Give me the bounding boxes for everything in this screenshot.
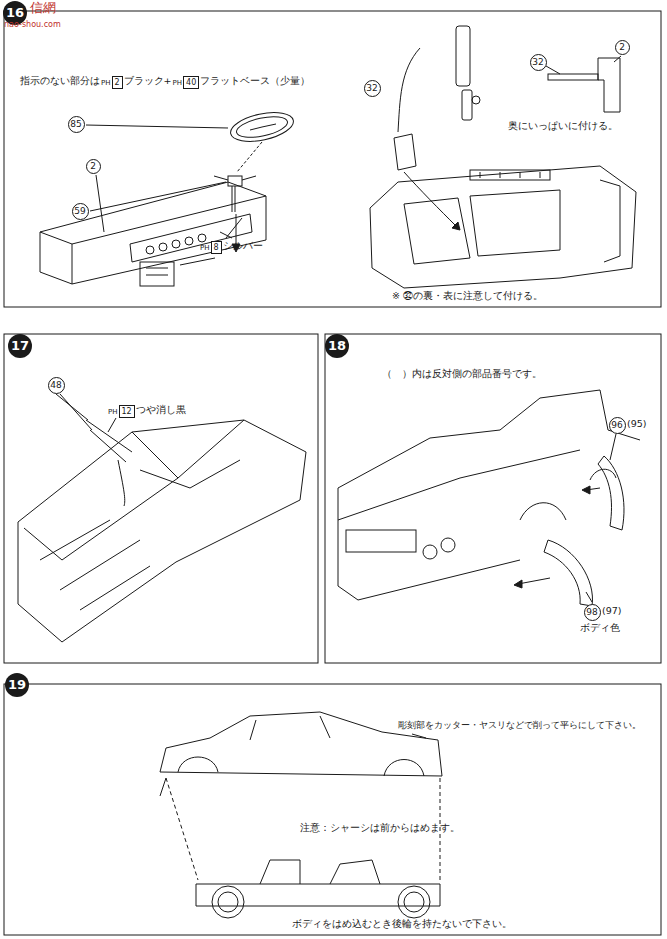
note-text: PH [101, 79, 111, 87]
note-text: ※ ㉜の裏・表に注意して付ける。 [392, 290, 543, 301]
step-panel [4, 11, 661, 307]
paint-number-text: 40 [186, 78, 196, 87]
note-text: PH [173, 79, 183, 87]
step-number-text: 18 [328, 338, 346, 353]
paint-number-text: 12 [122, 407, 132, 416]
car-body-front [338, 390, 640, 600]
step-number: 18 [325, 334, 349, 358]
step-number: 19 [5, 673, 29, 697]
fender-flare [544, 456, 624, 606]
paint-number-text: 2 [115, 78, 120, 87]
callout-number: 98 [584, 604, 601, 621]
callout-number-text: 98 [586, 607, 597, 617]
callout-number: 32 [364, 80, 381, 97]
step-number-text: 19 [8, 677, 26, 692]
watermark: nao-shou.com [4, 20, 61, 30]
watermark: 信網 [30, 0, 56, 16]
paint-number: 2 [112, 76, 123, 89]
note-text: つや消し黒 [136, 404, 186, 415]
callout-number-text: 32 [366, 83, 377, 93]
steering-column [214, 176, 256, 212]
paint-number: 8 [211, 241, 222, 254]
callout-number: 48 [48, 377, 65, 394]
body-interior [370, 166, 636, 288]
note-text: 注意：シャーシは前からはめます。 [300, 822, 460, 833]
paint-number: 12 [119, 405, 135, 418]
part-32 [394, 134, 416, 170]
mirror-mount [548, 58, 620, 112]
callout-number-text: 48 [50, 380, 61, 390]
paint-number: 40 [183, 76, 199, 89]
step-number: 17 [8, 334, 32, 358]
note-text: ボディをはめ込むとき後輪を持たないで下さい。 [292, 918, 512, 929]
callout-number-text: 2 [90, 161, 96, 171]
note-text: PH [200, 244, 210, 252]
rear-view-mirror [456, 26, 480, 120]
step-panel [325, 334, 661, 663]
callout-number-text: 59 [74, 206, 85, 216]
note-text: （ ）内は反対側の部品番号です。 [382, 368, 542, 379]
note-text: (95) [627, 418, 647, 429]
callout-number-text: 32 [532, 57, 543, 67]
paint-number-text: 8 [214, 243, 219, 252]
callout-number: 32 [530, 54, 547, 71]
steering-wheel [228, 108, 296, 147]
callout-number-text: 85 [70, 119, 81, 129]
chassis [196, 860, 440, 918]
car-body-top [18, 420, 306, 642]
note-text: 指示のない部分は [20, 75, 100, 86]
callout-number: 85 [68, 116, 85, 133]
callout-number-text: 96 [611, 420, 622, 430]
callout-number-text: 2 [619, 42, 625, 52]
note-text: シルバー [223, 240, 263, 251]
callout-number: 2 [615, 40, 630, 55]
note-text: フラットベース（少量） [200, 75, 310, 86]
note-text: 彫刻部をカッター・ヤスリなどで削って平らにして下さい。 [398, 720, 641, 731]
callout-number: 96 [609, 417, 626, 434]
note-text: ボディ色 [580, 622, 620, 633]
note-text: 奥にいっぱいに付ける。 [508, 120, 618, 131]
step-panel [4, 334, 318, 663]
callout-number: 59 [72, 203, 89, 220]
wiper [86, 420, 132, 462]
step-panel [4, 684, 661, 935]
note-text: ブラック+ [124, 75, 172, 86]
note-text: (97) [602, 605, 622, 616]
step-number-text: 16 [6, 5, 24, 20]
dashboard-part [40, 182, 266, 286]
callout-number: 2 [86, 159, 101, 174]
step-number-text: 17 [11, 338, 29, 353]
note-text: PH [108, 408, 118, 416]
